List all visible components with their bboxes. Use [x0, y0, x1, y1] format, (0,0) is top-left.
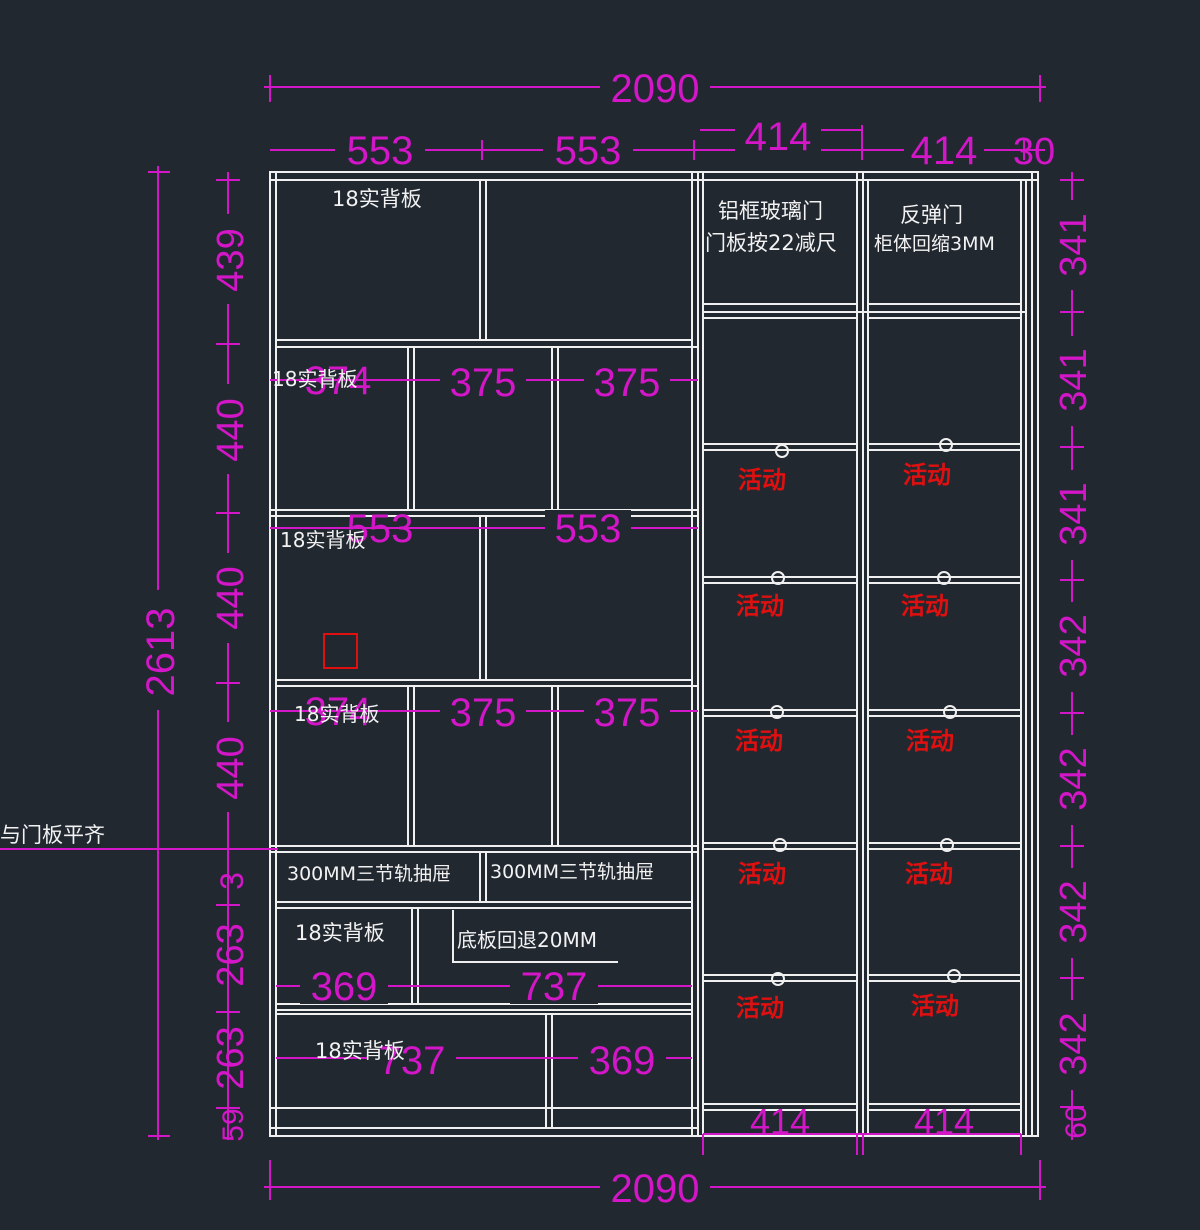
note-drawer-1: 300MM三节轨抽屉: [287, 863, 451, 885]
dim-left-440-a: 440: [210, 398, 252, 461]
shelf-pin: [939, 438, 953, 452]
dim-left-59: 59: [217, 1108, 250, 1141]
active-label: 活动: [736, 994, 784, 1022]
cabinet-frame: [269, 171, 1039, 1137]
active-label: 活动: [738, 860, 786, 888]
dim-base-414-a: 414: [750, 1101, 810, 1142]
shelf-pin: [775, 444, 789, 458]
left-section-dividers: [691, 172, 704, 1136]
dim-left-263-b: 263: [210, 1026, 252, 1089]
active-label: 活动: [735, 727, 783, 755]
dim-right-341-c: 341: [1053, 482, 1095, 545]
note-drawer-2: 300MM三节轨抽屉: [490, 861, 654, 883]
dim-row2-374: 374: [305, 359, 372, 403]
dimension-labels: 2090 553 553 414 414 30 2613 439 440 440…: [139, 66, 1095, 1211]
active-shelf-labels: 活动 活动 活动 活动 活动 活动 活动 活动 活动 活动: [735, 461, 959, 1022]
shelf-pin: [770, 705, 784, 719]
dim-row2-375-a: 375: [450, 361, 517, 405]
shelf-pin: [937, 571, 951, 585]
dim-left-263-a: 263: [210, 923, 252, 986]
dim-right-60: 60: [1060, 1105, 1093, 1138]
shelf-pin: [771, 972, 785, 986]
dim-base-414-b: 414: [914, 1101, 974, 1142]
dim-right-342-b: 342: [1053, 747, 1095, 810]
shelf-pin: [771, 571, 785, 585]
active-label: 活动: [906, 727, 954, 755]
dim-left-439: 439: [210, 228, 252, 291]
dim-left-440-c: 440: [210, 736, 252, 799]
dim-row2-375-b: 375: [594, 361, 661, 405]
note-door-push-line1: 反弹门: [900, 203, 963, 227]
active-label: 活动: [901, 592, 949, 620]
note-door-push-line2: 柜体回缩3MM: [874, 233, 995, 255]
shelf-pin: [940, 838, 954, 852]
note-back-1: 18实背板: [332, 187, 422, 211]
dim-row4-375-b: 375: [594, 691, 661, 735]
note-door-glass-line2: 门板按22减尺: [705, 231, 837, 255]
dim-right-341-a: 341: [1053, 213, 1095, 276]
active-label: 活动: [905, 860, 953, 888]
dim-overall-top: 2090: [611, 67, 700, 111]
shelf-pins: [770, 438, 961, 986]
note-back-3: 18实背板: [280, 528, 365, 552]
dim-top-414-b: 414: [911, 129, 978, 173]
note-door-glass-line1: 铝框玻璃门: [718, 199, 823, 223]
dim-row4-375-a: 375: [450, 691, 517, 735]
active-label: 活动: [738, 466, 786, 494]
dim-left-440-b: 440: [210, 566, 252, 629]
door-columns: [703, 172, 1027, 1136]
dim-row3-553-b: 553: [555, 507, 622, 551]
shelf-pin: [773, 838, 787, 852]
dim-total-height: 2613: [139, 608, 183, 697]
dim-left-3: 3: [214, 872, 250, 890]
red-marker-square: [323, 633, 358, 669]
active-label: 活动: [736, 592, 784, 620]
notes: 18实背板 18实背板 18实背板 18实背板 18实背板 18实背板 铝框玻璃…: [0, 187, 995, 1063]
dim-right-342-c: 342: [1053, 880, 1095, 943]
dim-top-30: 30: [1013, 131, 1055, 173]
dim-row6-369: 369: [311, 965, 378, 1009]
dim-right-341-b: 341: [1053, 348, 1095, 411]
active-label: 活动: [911, 992, 959, 1020]
dim-row3-553-a: 553: [347, 507, 414, 551]
setback-leader: [452, 910, 618, 963]
active-label: 活动: [903, 461, 951, 489]
note-base-setback: 底板回退20MM: [457, 928, 597, 952]
dim-right-342-a: 342: [1053, 614, 1095, 677]
dim-top-414-a: 414: [745, 115, 812, 159]
dim-overall-bottom: 2090: [611, 1167, 700, 1211]
dim-row7-369: 369: [589, 1039, 656, 1083]
note-back-5: 18实背板: [295, 921, 385, 945]
note-back-6: 18实背板: [315, 1039, 405, 1063]
left-shelves: [270, 180, 698, 1128]
shelf-pin: [943, 705, 957, 719]
note-flush-with-door: 与门板平齐: [0, 823, 105, 847]
dim-row7-737: 737: [379, 1039, 446, 1083]
dim-row4-374: 374: [305, 690, 372, 734]
dim-top-553-a: 553: [347, 129, 414, 173]
dim-row6-737: 737: [521, 965, 588, 1009]
dim-right-342-d: 342: [1053, 1012, 1095, 1075]
dim-top-553-b: 553: [555, 129, 622, 173]
shelf-pin: [947, 969, 961, 983]
note-back-4: 18实背板: [294, 702, 379, 726]
note-back-2: 18实背板: [272, 367, 357, 391]
